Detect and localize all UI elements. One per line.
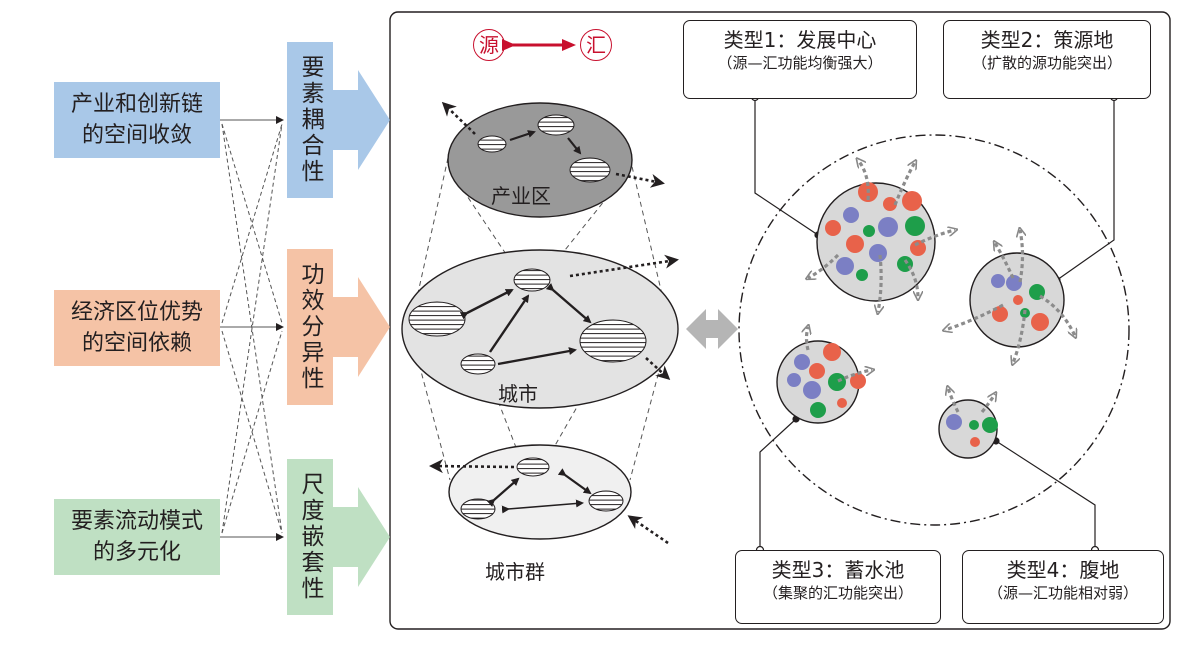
cluster-dot-red — [825, 220, 841, 236]
cluster-dot-blue — [946, 414, 962, 430]
cluster-dot-blue — [843, 207, 859, 223]
cluster-dot-red — [846, 235, 864, 253]
left-box-convergence: 产业和创新链的空间收敛 — [54, 82, 220, 158]
cluster-dot-red — [883, 197, 897, 211]
cluster-dot-green — [856, 269, 868, 281]
cluster-dot-red — [850, 373, 866, 389]
cluster-dot-blue — [1006, 275, 1022, 291]
cluster-dot-red — [823, 343, 841, 361]
cluster-dot-red — [970, 437, 980, 447]
cluster-dot-red — [809, 363, 825, 379]
left-box-line2: 的空间收敛 — [81, 123, 192, 148]
label-agglomeration: 城市群 — [485, 560, 545, 584]
arrow-blue — [333, 70, 390, 170]
main-frame — [389, 11, 1171, 630]
type2-box: 类型2：策源地 （扩散的源功能突出） — [943, 20, 1151, 99]
type3-box: 类型3：蓄水池 （集聚的汇功能突出） — [735, 550, 941, 624]
legend-source-label: 源 — [473, 29, 505, 61]
type1-title: 类型1：发展中心 — [723, 28, 877, 52]
cluster-dot-blue — [991, 274, 1005, 288]
connector-lines — [212, 116, 284, 541]
left-box-line1: 要素流动模式 — [70, 509, 203, 534]
legend-sink-label: 汇 — [580, 29, 612, 61]
arrow-green — [333, 487, 390, 587]
cluster-dot-green — [897, 256, 913, 272]
cluster-dot-green — [969, 420, 979, 430]
type3-title: 类型3：蓄水池 — [771, 558, 905, 582]
cluster-dot-red — [902, 191, 922, 211]
mid-box-nesting: 尺度嵌套性 — [287, 459, 333, 615]
left-box-line1: 经济区位优势 — [70, 300, 203, 325]
type4-box: 类型4：腹地 （源—汇功能相对弱） — [962, 550, 1164, 624]
cluster-dot-green — [828, 373, 846, 391]
type4-desc: （源—汇功能相对弱） — [987, 584, 1138, 602]
cluster-dot-blue — [794, 354, 810, 370]
cluster-dot-blue — [787, 373, 801, 387]
cluster-dot-blue — [869, 244, 887, 262]
cluster-dot-blue — [803, 381, 821, 399]
mid-box-differentiation: 功效分异性 — [287, 249, 333, 405]
left-box-line2: 的多元化 — [92, 540, 181, 565]
grey-double-arrow — [686, 309, 738, 349]
cluster-dot-red — [1013, 295, 1023, 305]
type4-title: 类型4：腹地 — [1006, 558, 1120, 582]
left-box-dependence: 经济区位优势的空间依赖 — [54, 290, 220, 366]
label-industrial-zone: 产业区 — [491, 184, 551, 208]
type2-desc: （扩散的源功能突出） — [971, 54, 1122, 72]
type2-title: 类型2：策源地 — [980, 28, 1114, 52]
cluster-dot-green — [863, 225, 875, 237]
cluster-dot-green — [905, 216, 925, 236]
cluster-dot-blue — [836, 257, 854, 275]
cluster-dot-green — [982, 417, 998, 433]
left-box-diversification: 要素流动模式的多元化 — [54, 499, 220, 575]
arrow-orange — [333, 277, 390, 377]
left-box-line1: 产业和创新链 — [70, 92, 203, 117]
cluster-dot-red — [837, 398, 847, 408]
cluster-dot-green — [810, 402, 826, 418]
mid-box-coupling: 要素耦合性 — [287, 42, 333, 198]
type1-desc: （源—汇功能均衡强大） — [717, 54, 883, 72]
cluster-dot-red — [1031, 313, 1049, 331]
cluster-dot-red — [910, 240, 926, 256]
left-box-line2: 的空间依赖 — [81, 331, 192, 356]
label-city: 城市 — [498, 382, 538, 406]
types-circle — [738, 134, 1130, 526]
type3-desc: （集聚的汇功能突出） — [762, 584, 913, 602]
cluster-dot-blue — [878, 217, 898, 237]
type1-box: 类型1：发展中心 （源—汇功能均衡强大） — [683, 20, 917, 99]
industrial-zone-ellipse — [447, 102, 633, 218]
